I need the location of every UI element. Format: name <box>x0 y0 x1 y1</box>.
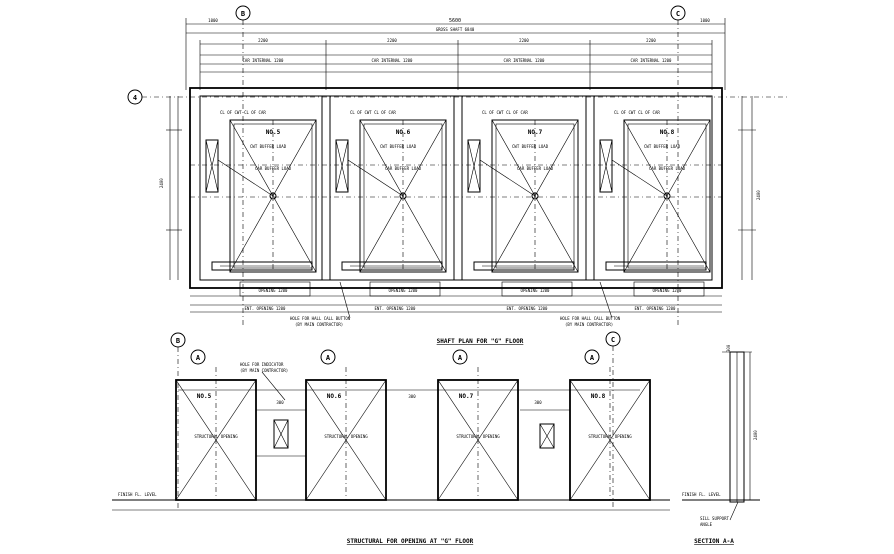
svg-text:C: C <box>676 10 680 18</box>
elevation-car-label: NO.7 <box>459 393 474 400</box>
svg-text:ENT. OPENING 1200: ENT. OPENING 1200 <box>245 306 287 311</box>
grid-bubble-c-bottom: C <box>605 331 621 510</box>
svg-text:5600: 5600 <box>449 18 461 24</box>
opening-label: OPENING 1200 <box>521 288 550 293</box>
svg-text:B: B <box>241 10 245 18</box>
svg-text:CAR INTERNAL 1200: CAR INTERNAL 1200 <box>243 58 285 63</box>
elevation-car-label: NO.8 <box>591 393 606 400</box>
svg-text:B: B <box>176 337 180 345</box>
svg-text:(BY MAIN CONTRACTOR): (BY MAIN CONTRACTOR) <box>240 368 288 373</box>
svg-text:2200: 2200 <box>258 38 268 43</box>
svg-text:CAR INTERNAL 1200: CAR INTERNAL 1200 <box>631 58 673 63</box>
svg-text:SILL SUPPORT: SILL SUPPORT <box>700 516 729 521</box>
top-dimension-lines: 5600 GROSS SHAFT 6840 1000 1000 2200 220… <box>185 18 726 90</box>
finish-floor-label-left: FINISH FL. LEVEL <box>118 492 157 497</box>
buffer-label: CWT BUFFER LOAD <box>380 144 417 149</box>
svg-text:300: 300 <box>534 400 542 405</box>
structural-opening-label: STRUCTURAL OPENING <box>456 434 500 439</box>
section-title: SECTION A-A <box>694 538 734 545</box>
svg-text:ANGLE: ANGLE <box>700 522 713 527</box>
svg-text:(BY MAIN CONTRACTOR): (BY MAIN CONTRACTOR) <box>565 322 613 327</box>
section-a-a: FINISH FL. LEVEL 2400 300 SILL SUPPORT A… <box>682 344 760 545</box>
svg-text:C: C <box>611 336 615 344</box>
shaft-plan: B C 4 5600 GRO <box>127 5 790 345</box>
buffer-label: CWT BUFFER LOAD <box>250 144 287 149</box>
svg-text:2200: 2200 <box>387 38 397 43</box>
car-buffer-label: CAR BUFFER LOAD <box>517 166 554 171</box>
svg-text:GROSS SHAFT 6840: GROSS SHAFT 6840 <box>436 27 475 32</box>
svg-text:2200: 2200 <box>519 38 529 43</box>
svg-text:CAR INTERNAL 1200: CAR INTERNAL 1200 <box>372 58 414 63</box>
svg-text:300: 300 <box>408 394 416 399</box>
indicator-box-1 <box>256 409 306 457</box>
svg-text:2400: 2400 <box>753 430 758 440</box>
car-buffer-label: CAR BUFFER LOAD <box>385 166 422 171</box>
shaft-plan-title: SHAFT PLAN FOR "G" FLOOR <box>437 338 524 345</box>
elevation-car-label: NO.5 <box>197 393 212 400</box>
opening-label: OPENING 1200 <box>389 288 418 293</box>
section-marker-a: A <box>590 354 595 362</box>
svg-text:ENT. OPENING 1200: ENT. OPENING 1200 <box>635 306 677 311</box>
svg-text:(BY MAIN CONTRACTOR): (BY MAIN CONTRACTOR) <box>295 322 343 327</box>
svg-text:CAR INTERNAL 1200: CAR INTERNAL 1200 <box>504 58 546 63</box>
svg-text:1000: 1000 <box>208 18 218 23</box>
cl-label: CL OF CWT CL OF CAR <box>482 110 528 115</box>
svg-text:ENT. OPENING 1200: ENT. OPENING 1200 <box>507 306 549 311</box>
grid-bubble-b-bottom: B <box>170 332 186 510</box>
svg-text:HOLE FOR HALL CALL BUTTON: HOLE FOR HALL CALL BUTTON <box>560 316 621 321</box>
opening-label: OPENING 1200 <box>653 288 682 293</box>
side-dimension-lines: 2400 2400 <box>159 96 761 280</box>
svg-text:1000: 1000 <box>700 18 710 23</box>
indicator-box-2 <box>520 409 570 449</box>
cl-label: CL OF CWT CL OF CAR <box>220 110 266 115</box>
svg-text:2400: 2400 <box>159 178 164 188</box>
grid-bubble-b-top: B <box>235 5 251 325</box>
finish-floor-label-right: FINISH FL. LEVEL <box>682 492 721 497</box>
svg-text:300: 300 <box>726 344 731 352</box>
svg-text:2400: 2400 <box>756 190 761 200</box>
hole-note: HOLE FOR INDICATOR (BY MAIN CONTRACTOR) <box>240 362 288 401</box>
svg-text:2200: 2200 <box>646 38 656 43</box>
svg-text:HOLE FOR INDICATOR: HOLE FOR INDICATOR <box>240 362 284 367</box>
car-buffer-label: CAR BUFFER LOAD <box>649 166 686 171</box>
section-marker-a: A <box>196 354 201 362</box>
structural-opening-label: STRUCTURAL OPENING <box>324 434 368 439</box>
structural-opening-label: STRUCTURAL OPENING <box>588 434 632 439</box>
elevation-car-label: NO.6 <box>327 393 342 400</box>
structural-opening-label: STRUCTURAL OPENING <box>194 434 238 439</box>
cl-label: CL OF CWT CL OF CAR <box>350 110 396 115</box>
buffer-label: CWT BUFFER LOAD <box>644 144 681 149</box>
opening-label: OPENING 1200 <box>259 288 288 293</box>
section-marker-a: A <box>326 354 331 362</box>
svg-text:HOLE FOR HALL CALL BUTTON: HOLE FOR HALL CALL BUTTON <box>290 316 351 321</box>
svg-text:4: 4 <box>133 94 137 102</box>
svg-text:300: 300 <box>276 400 284 405</box>
structural-title: STRUCTURAL FOR OPENING AT "G" FLOOR <box>347 538 474 545</box>
cl-label: CL OF CWT CL OF CAR <box>614 110 660 115</box>
bottom-dimension-lines: ENT. OPENING 1200 ENT. OPENING 1200 ENT.… <box>190 306 722 313</box>
grid-bubble-c-top: C <box>670 5 686 325</box>
section-marker-a: A <box>458 354 463 362</box>
car-buffer-label: CAR BUFFER LOAD <box>255 166 292 171</box>
grid-bubble-4: 4 <box>127 89 790 105</box>
divider-walls <box>321 95 595 281</box>
buffer-label: CWT BUFFER LOAD <box>512 144 549 149</box>
svg-text:ENT. OPENING 1200: ENT. OPENING 1200 <box>375 306 417 311</box>
